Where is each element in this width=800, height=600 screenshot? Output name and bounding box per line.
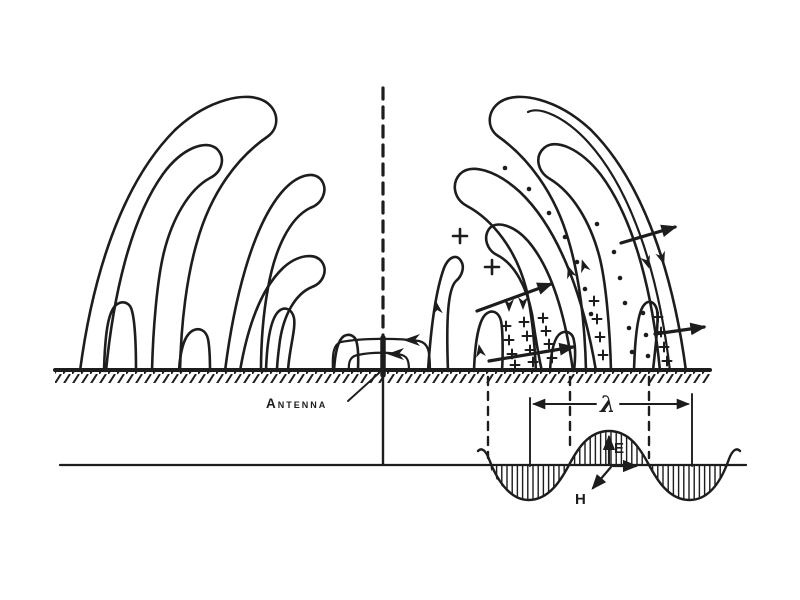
antenna-element xyxy=(331,334,432,378)
e-field-label: E xyxy=(614,440,624,457)
near-field-loop xyxy=(331,337,432,373)
up-arrowhead-icon xyxy=(577,257,591,274)
field-loop-arch xyxy=(472,310,504,373)
down-arrowhead-icon xyxy=(518,297,528,310)
field-loop-petal xyxy=(104,143,224,373)
field-loop-arch xyxy=(332,333,360,373)
field-loop-petal xyxy=(426,255,465,373)
ground-wave xyxy=(58,429,748,502)
field-loop-petal xyxy=(537,142,662,373)
field-loop-arch xyxy=(632,300,659,373)
callout-pointer-line xyxy=(347,372,380,402)
h-field-arrow xyxy=(591,465,613,490)
radiation-arrow xyxy=(475,282,554,313)
antenna-callout: Antenna xyxy=(266,372,380,411)
charge-dot-marks xyxy=(502,165,651,359)
field-loop-petal xyxy=(238,254,326,373)
field-loop-petal xyxy=(484,223,575,373)
wavelength-label: λ xyxy=(599,392,615,418)
h-field-label: H xyxy=(575,491,586,508)
field-vector-arrows: E H xyxy=(575,434,639,508)
plus-mark xyxy=(483,258,501,276)
sine-wave xyxy=(476,429,742,502)
radiation-arrow xyxy=(487,342,576,363)
plus-mark xyxy=(451,227,469,245)
field-loop-petal xyxy=(78,95,278,373)
field-loop-petal xyxy=(488,95,688,373)
down-arrowhead-icon xyxy=(655,250,669,267)
wavelength-dimension: λ xyxy=(529,392,693,467)
field-loop-line xyxy=(526,109,672,373)
propagation-arrows xyxy=(475,224,707,363)
field-loop-arch xyxy=(177,327,212,373)
ground-wave-section: λ E H xyxy=(58,375,748,508)
left-field-lobes xyxy=(78,95,360,373)
field-loop-arch xyxy=(548,330,577,373)
antenna-label: Antenna xyxy=(266,396,327,411)
field-loop-arch xyxy=(264,307,296,373)
radiation-arrow xyxy=(619,224,678,245)
radiation-arrow xyxy=(653,322,707,336)
field-loop-arch xyxy=(102,301,138,373)
field-loop-petal xyxy=(223,173,326,373)
